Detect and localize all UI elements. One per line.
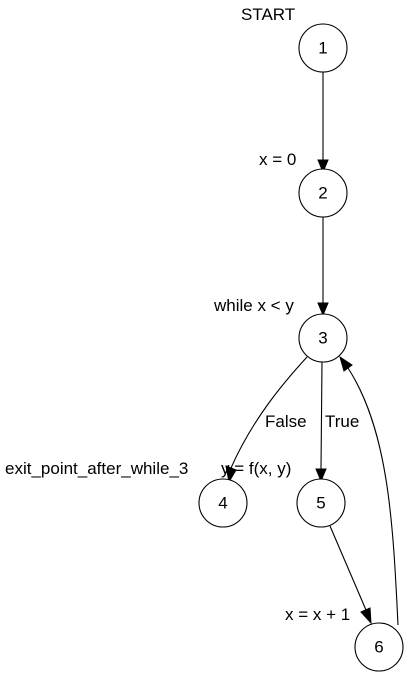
node-4-annotation: exit_point_after_while_3 — [5, 459, 188, 478]
node-1-label: 1 — [318, 39, 327, 58]
edge-label-true: True — [325, 412, 359, 431]
node-3-annotation: while x < y — [213, 296, 294, 315]
nodes: 1 2 3 4 5 6 — [198, 23, 404, 672]
node-2-annotation: x = 0 — [259, 150, 296, 169]
edge-1-2 — [317, 72, 329, 174]
node-4-label: 4 — [218, 494, 227, 513]
edge-3-5: True — [315, 361, 359, 483]
edge-6-3 — [339, 355, 399, 626]
node-1-annotation: START — [241, 5, 295, 24]
node-6-annotation: x = x + 1 — [285, 605, 350, 624]
node-5-label: 5 — [316, 494, 325, 513]
node-3-label: 3 — [318, 329, 327, 348]
node-4: 4 — [198, 478, 248, 528]
node-annotations: START x = 0 while x < y exit_point_after… — [5, 5, 350, 624]
edge-label-false: False — [265, 412, 307, 431]
node-6: 6 — [354, 622, 404, 672]
node-5-annotation: y = f(x, y) — [221, 459, 291, 478]
node-2: 2 — [298, 168, 348, 218]
edge-3-4: False — [225, 356, 308, 484]
node-1: 1 — [298, 23, 348, 73]
node-3: 3 — [298, 313, 348, 363]
edge-2-3 — [317, 217, 329, 317]
node-6-label: 6 — [374, 638, 383, 657]
node-2-label: 2 — [318, 184, 327, 203]
edge-5-6 — [329, 525, 372, 625]
node-5: 5 — [296, 478, 346, 528]
edges: False True — [225, 72, 399, 626]
